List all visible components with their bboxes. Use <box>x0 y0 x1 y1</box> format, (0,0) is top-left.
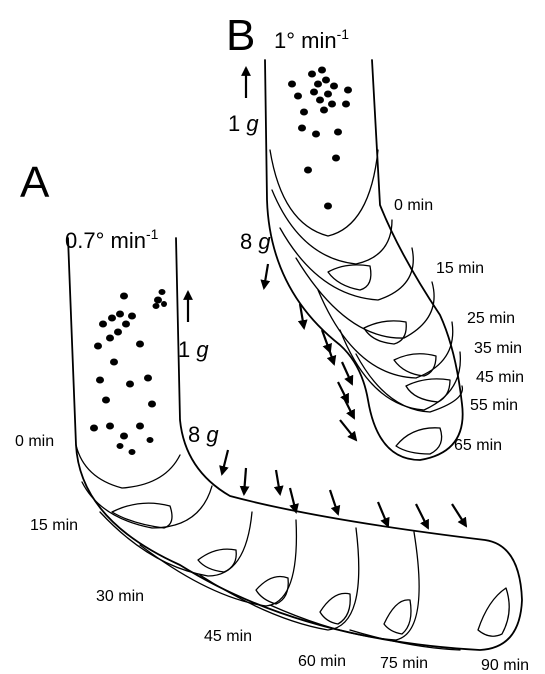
panel-a-gravity-8g-label: 8 g <box>188 422 219 447</box>
panel-a-time-0: 0 min <box>15 433 54 450</box>
panel-b-amyloplast-region-1 <box>328 265 371 290</box>
panel-a-amyloplast-region-5 <box>384 600 411 634</box>
panel-a-tip-30min <box>100 512 252 576</box>
panel-b-time-0: 0 min <box>394 197 433 214</box>
panel-a-amyloplast-region-4 <box>320 593 350 624</box>
panel-a-tip-0min <box>76 445 180 488</box>
panel-a-tip-75min <box>270 532 419 640</box>
panel-b-amyloplast-region-4 <box>406 379 450 402</box>
panel-a-label: A <box>20 158 50 207</box>
panel-a-time-60: 60 min <box>298 653 346 670</box>
panel-a-tip-45min <box>140 520 296 606</box>
panel-b-amyloplast-region-3 <box>394 354 436 376</box>
panel-b: B 1° min-1 <box>226 11 524 460</box>
panel-a-rate-label: 0.7° min-1 <box>65 226 159 253</box>
panel-a-8g-arrows <box>222 450 466 528</box>
panel-a-tip-60min <box>200 528 359 630</box>
panel-b-amyloplast-region-5 <box>396 428 442 454</box>
panel-b-time-65: 65 min <box>454 437 502 454</box>
panel-a-tip-15min <box>82 482 212 528</box>
panel-b-rate-label: 1° min-1 <box>274 26 349 53</box>
panel-a-amyloplast-region-2 <box>198 549 236 572</box>
panel-b-time-25: 25 min <box>467 310 515 327</box>
panel-b-root-outline <box>265 60 463 460</box>
panel-b-tip-0min <box>270 150 378 236</box>
panel-a-time-30: 30 min <box>96 588 144 605</box>
panel-a-time-75: 75 min <box>380 655 428 672</box>
panel-b-tip-15min <box>272 190 392 264</box>
panel-a-time-15: 15 min <box>30 517 78 534</box>
panel-a-statoliths <box>90 289 167 455</box>
panel-a-time-45: 45 min <box>204 628 252 645</box>
panel-a-gravity-1g-label: 1 g <box>178 337 209 362</box>
panel-a: A 0.7° min-1 <box>15 158 529 674</box>
panel-b-gravity-8g-label: 8 g <box>240 229 271 254</box>
panel-b-statoliths <box>288 67 352 210</box>
panel-b-time-35: 35 min <box>474 340 522 357</box>
panel-b-time-15: 15 min <box>436 260 484 277</box>
panel-a-amyloplast-region-1 <box>112 503 172 528</box>
panel-b-label: B <box>226 11 255 60</box>
panel-a-time-90: 90 min <box>481 657 529 674</box>
panel-b-time-55: 55 min <box>470 397 518 414</box>
panel-a-amyloplast-region-6 <box>478 588 509 636</box>
panel-b-gravity-1g-label: 1 g <box>228 111 259 136</box>
panel-a-amyloplast-region-3 <box>256 577 288 605</box>
panel-b-time-45: 45 min <box>476 369 524 386</box>
